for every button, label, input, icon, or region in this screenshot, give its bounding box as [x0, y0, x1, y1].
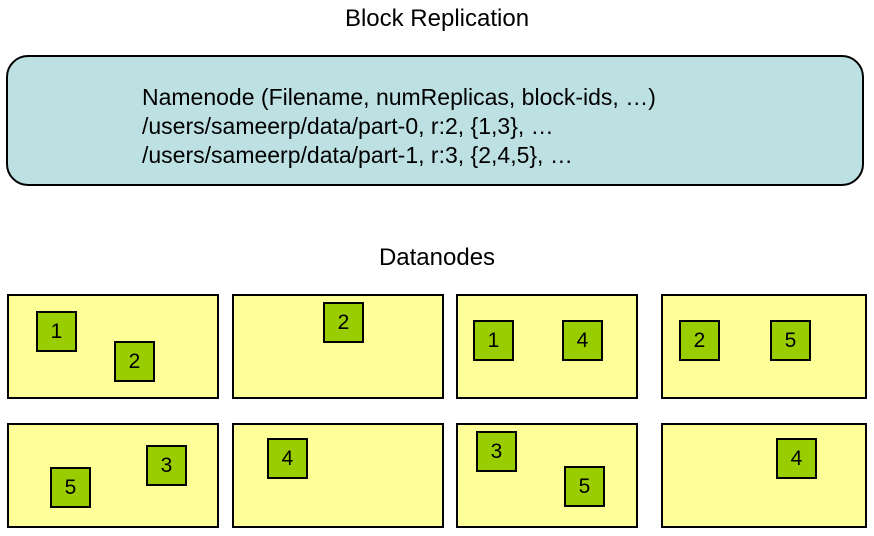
block-square[interactable]: 2 — [323, 302, 364, 343]
namenode-line-part-0: /users/sameerp/data/part-0, r:2, {1,3}, … — [142, 113, 554, 139]
block-square[interactable]: 4 — [267, 438, 308, 479]
block-square[interactable]: 5 — [564, 466, 605, 507]
datanode-6[interactable]: 4 — [232, 423, 444, 528]
datanode-2[interactable]: 2 — [232, 294, 444, 399]
block-square[interactable]: 2 — [114, 341, 155, 382]
block-square[interactable]: 4 — [776, 438, 817, 479]
block-square[interactable]: 1 — [36, 311, 77, 352]
namenode-line-schema: Namenode (Filename, numReplicas, block-i… — [142, 84, 656, 110]
page-title: Block Replication — [344, 5, 530, 32]
block-square[interactable]: 1 — [473, 320, 514, 361]
block-square[interactable]: 5 — [50, 467, 91, 508]
block-square[interactable]: 4 — [562, 320, 603, 361]
namenode-metadata-text: Namenode (Filename, numReplicas, block-i… — [142, 83, 656, 170]
block-square[interactable]: 5 — [770, 320, 811, 361]
namenode-panel: Namenode (Filename, numReplicas, block-i… — [6, 55, 864, 186]
block-square[interactable]: 3 — [146, 445, 187, 486]
block-square[interactable]: 3 — [476, 431, 517, 472]
datanodes-label: Datanodes — [378, 244, 496, 271]
block-square[interactable]: 2 — [679, 320, 720, 361]
datanode-8[interactable]: 4 — [661, 423, 867, 528]
namenode-line-part-1: /users/sameerp/data/part-1, r:3, {2,4,5}… — [142, 142, 573, 168]
